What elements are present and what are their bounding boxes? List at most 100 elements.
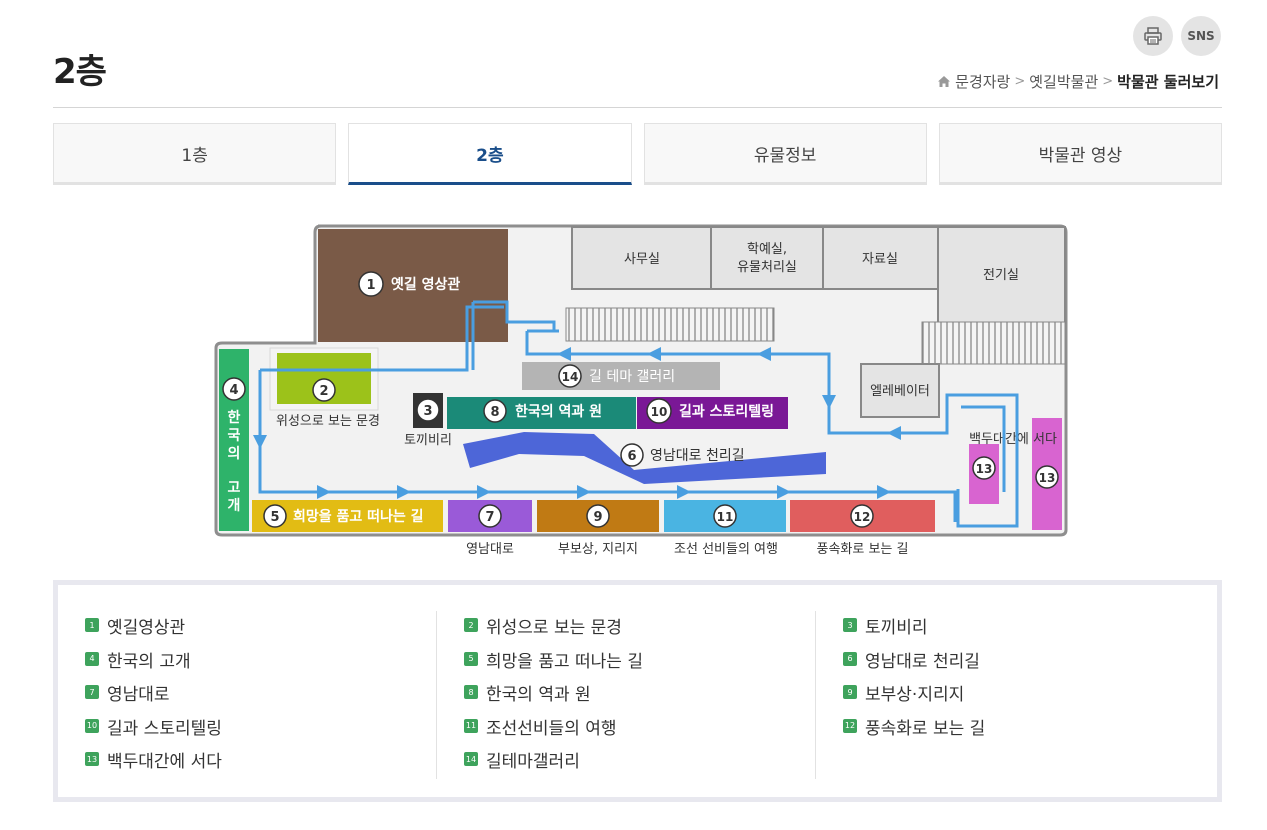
zone-14-badge: [558, 364, 582, 388]
svg-text:14: 14: [562, 370, 579, 384]
breadcrumb-item-munkyeong[interactable]: 문경자랑: [955, 73, 1011, 91]
legend-item: 4 한국의 고개: [85, 647, 445, 681]
legend-divider: [436, 611, 437, 779]
breadcrumb-item-museum[interactable]: 옛길박물관: [1029, 73, 1099, 91]
zone-1-label: 옛길 영상관: [391, 276, 460, 293]
legend-label: 토끼비리: [865, 618, 928, 638]
svg-text:13: 13: [1039, 471, 1056, 485]
svg-text:국: 국: [228, 428, 241, 444]
legend-badge: 5: [464, 651, 478, 666]
legend-label: 옛길영상관: [107, 618, 186, 638]
legend-label: 백두대간에 서다: [107, 752, 222, 772]
zone-12-caption: 풍속화로 보는 길: [816, 542, 909, 557]
zone-7-caption: 영남대로: [466, 542, 514, 557]
room-elevator-label: 엘레베이터: [870, 384, 930, 399]
zone-7-badge: [478, 504, 502, 528]
room-archive-label: 자료실: [862, 252, 898, 267]
legend-label: 위성으로 보는 문경: [486, 618, 622, 638]
zone-13a-badge: [972, 456, 996, 480]
room-elevator: [860, 363, 940, 418]
room-electric-label: 전기실: [983, 268, 1019, 283]
tab-museum-video[interactable]: 박물관 영상: [938, 123, 1222, 185]
svg-text:개: 개: [228, 498, 241, 514]
legend-label: 길테마갤러리: [486, 752, 580, 772]
zone-5-badge: [263, 504, 287, 528]
svg-text:12: 12: [854, 510, 871, 524]
tab-2f[interactable]: 2층: [348, 123, 632, 185]
room-curator-label-1: 학예실,: [747, 242, 787, 257]
legend-item: 6 영남대로 천리길: [843, 647, 1203, 681]
room-curator-label-2: 유물처리실: [737, 260, 797, 275]
zone-3-label: 토끼비리: [404, 433, 452, 448]
zone-8: [447, 397, 636, 429]
svg-text:4: 4: [229, 383, 238, 398]
legend-label: 희망을 품고 떠나는 길: [486, 651, 643, 672]
zone-6-badge: [620, 443, 644, 467]
zone-6-label: 영남대로 천리길: [650, 448, 745, 464]
svg-text:8: 8: [490, 405, 499, 420]
chevron-right-icon: >: [1102, 74, 1114, 89]
tab-1f[interactable]: 1층: [53, 123, 337, 185]
zone-14-label: 길 테마 갤러리: [589, 369, 675, 385]
zone-9-caption: 부보상, 지리지: [557, 542, 639, 557]
legend-item: 5 희망을 품고 떠나는 길: [464, 647, 824, 681]
tour-path-arrows: [253, 347, 904, 499]
printer-icon: [1144, 27, 1162, 45]
page-title: 2층: [53, 52, 107, 92]
room-archive: [822, 226, 939, 290]
floor-map: 사무실 학예실, 유물처리실 자료실 전기실 엘레베이터 1 옛길 영상관 2 …: [214, 224, 1068, 537]
svg-text:5: 5: [270, 510, 279, 525]
breadcrumb: 문경자랑 > 옛길박물관 > 박물관 둘러보기: [937, 71, 1219, 92]
zone-8-label: 한국의 역과 원: [515, 403, 602, 420]
legend-label: 한국의 역과 원: [486, 685, 591, 705]
zone-13b-badge: [1035, 465, 1059, 489]
zone-10-badge: [646, 398, 672, 424]
legend-label: 영남대로 천리길: [865, 651, 980, 672]
legend-label: 길과 스토리텔링: [107, 718, 222, 739]
svg-text:고: 고: [228, 480, 241, 496]
zone-5-label: 희망을 품고 떠나는 길: [293, 508, 424, 525]
zone-13-label: 백두대간에 서다: [969, 432, 1057, 447]
floor-tabs: 1층 2층 유물정보 박물관 영상: [53, 123, 1222, 185]
zone-1: [318, 229, 508, 342]
legend-item: 10 길과 스토리텔링: [85, 714, 445, 748]
svg-text:9: 9: [593, 510, 602, 525]
stairs-center: [565, 307, 775, 342]
zone-12-badge: [850, 504, 874, 528]
zone-8-badge: [483, 399, 507, 423]
legend-badge: 10: [85, 718, 99, 733]
home-icon[interactable]: [937, 75, 951, 88]
zone-4-badge: [222, 377, 246, 401]
legend-item: 13 백두대간에 서다: [85, 747, 445, 781]
legend-badge: 4: [85, 651, 99, 666]
zone-11-caption: 조선 선비들의 여행: [674, 542, 778, 557]
legend-label: 조선선비들의 여행: [486, 718, 617, 739]
legend-badge: 6: [843, 651, 857, 666]
zone-11-badge: [713, 504, 737, 528]
zone-2-badge: [312, 378, 336, 402]
legend-badge: 1: [85, 618, 99, 632]
print-button[interactable]: [1133, 16, 1173, 56]
legend-badge: 13: [85, 752, 99, 766]
svg-text:11: 11: [717, 510, 734, 524]
svg-text:7: 7: [485, 510, 494, 525]
svg-text:3: 3: [423, 404, 432, 419]
svg-text:2: 2: [319, 384, 328, 399]
svg-text:한: 한: [228, 410, 241, 426]
legend-badge: 3: [843, 618, 857, 632]
legend-badge: 9: [843, 685, 857, 699]
legend-badge: 7: [85, 685, 99, 699]
title-divider: [53, 107, 1222, 108]
legend-item: 1 옛길영상관: [85, 613, 445, 647]
zone-14: [522, 362, 720, 390]
legend-label: 한국의 고개: [107, 651, 191, 672]
tab-artifacts[interactable]: 유물정보: [643, 123, 927, 185]
sns-button[interactable]: SNS: [1181, 16, 1221, 56]
svg-text:1: 1: [366, 278, 375, 293]
room-office-label: 사무실: [624, 252, 660, 267]
legend-badge: 11: [464, 718, 478, 733]
